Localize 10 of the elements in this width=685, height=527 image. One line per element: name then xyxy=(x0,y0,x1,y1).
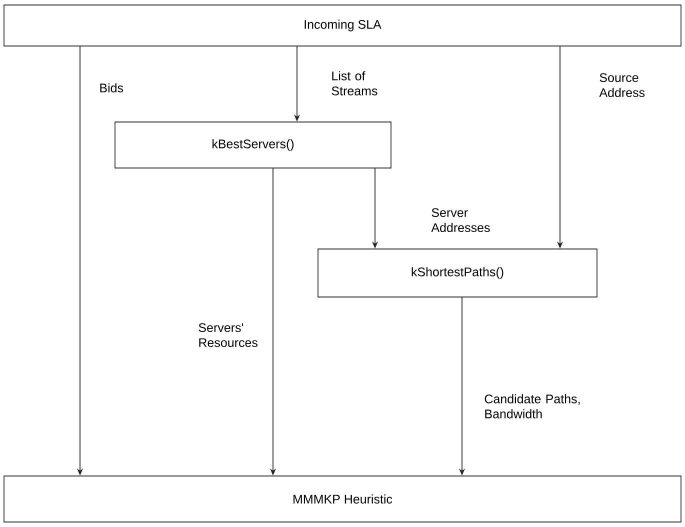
edge-label: Servers' Resources xyxy=(198,323,258,348)
edge-label: Source Address xyxy=(599,73,645,98)
process-box: kShortestPaths() xyxy=(318,248,598,298)
edge-label: Candidate Paths, Bandwidth xyxy=(484,394,580,418)
edge-label: Bids xyxy=(100,83,124,92)
edge-label: Server Addresses xyxy=(431,208,490,232)
process-box: MMMKP Heuristic xyxy=(4,476,682,522)
process-box: Incoming SLA xyxy=(4,4,682,46)
process-box: kBestServers() xyxy=(114,122,392,168)
edge-label: List of Streams xyxy=(332,71,378,96)
